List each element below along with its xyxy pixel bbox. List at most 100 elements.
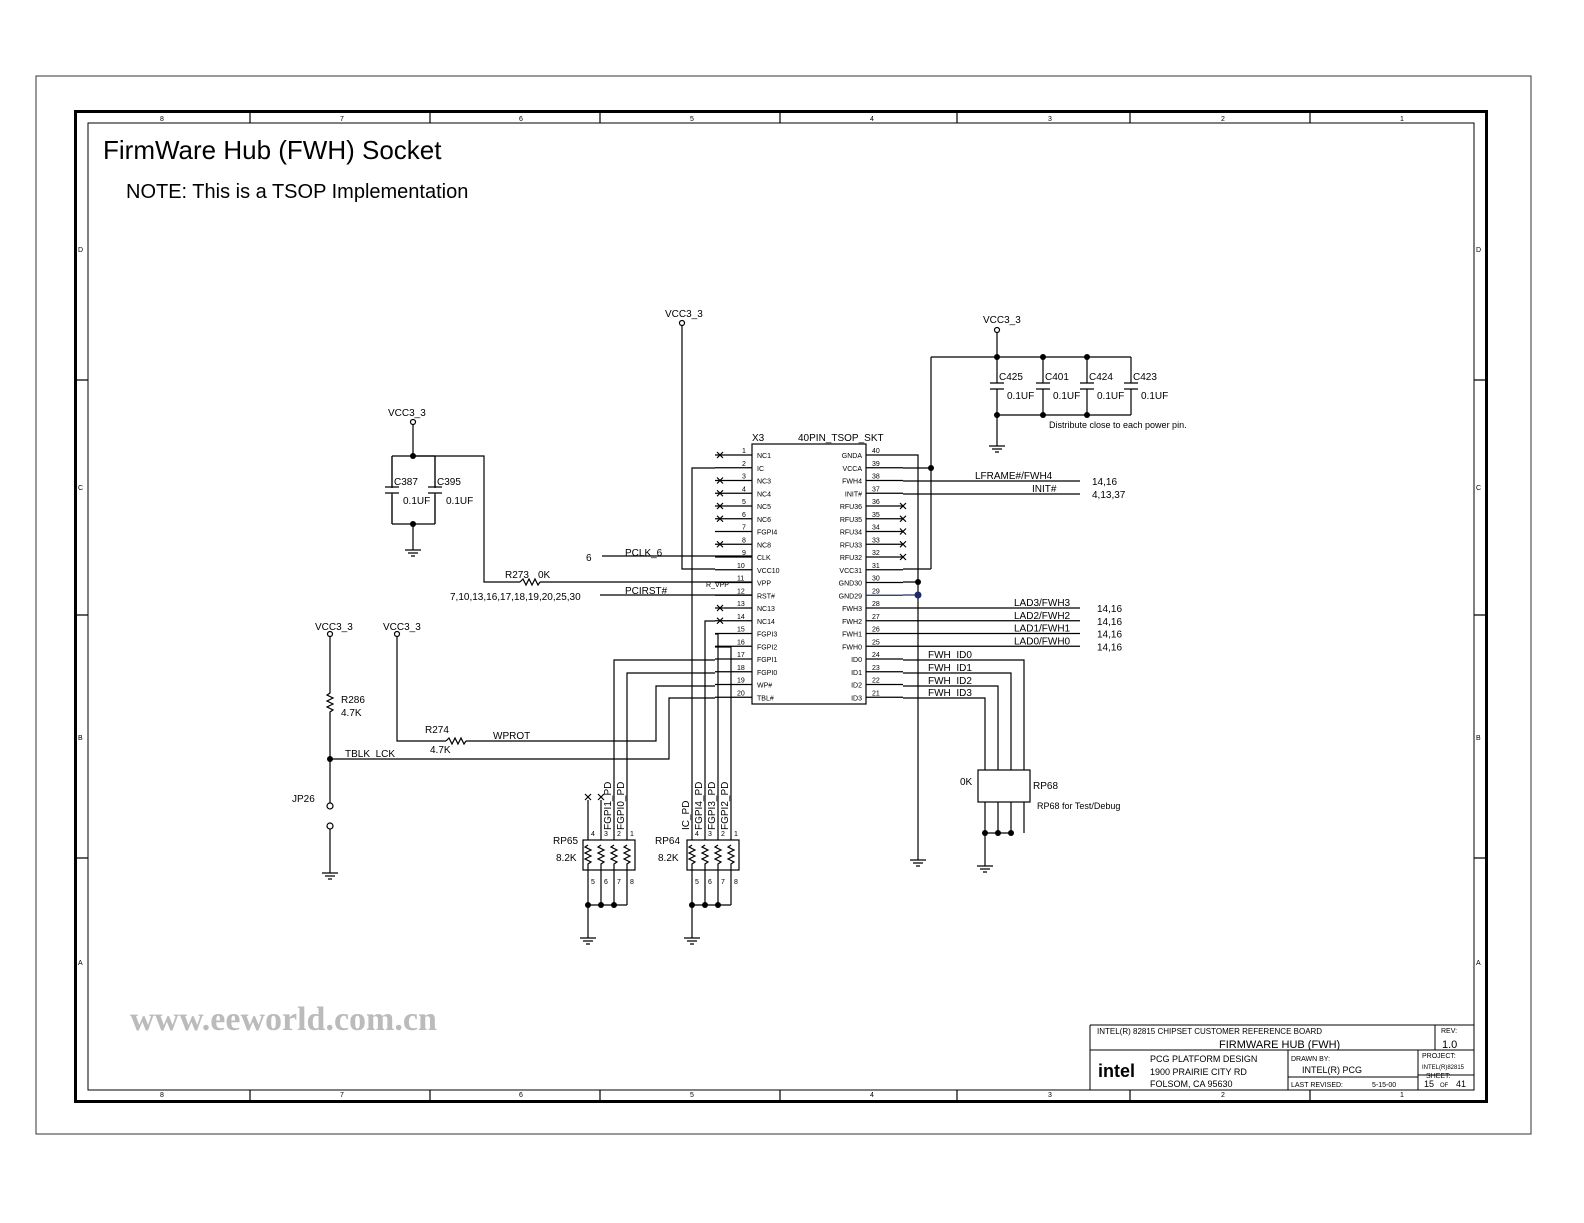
net-lad-ref: 14,16 [1097, 604, 1122, 615]
pack-pin-number: 1 [630, 831, 634, 838]
junction [994, 354, 1000, 360]
junction [611, 902, 617, 908]
pin-number: 24 [872, 652, 880, 659]
pin-number: 36 [872, 499, 880, 506]
resistor-r273 [519, 577, 541, 587]
pack-pin-number: 5 [695, 879, 699, 886]
r286-value: 4.7K [341, 708, 362, 719]
r286-ref: R286 [341, 695, 365, 706]
net-wprot: WPROT [493, 731, 530, 742]
vcc-label: VCC3_3 [665, 309, 703, 320]
no-connect-icon [716, 502, 724, 510]
pin-number: 11 [737, 576, 744, 583]
zone-row-label: B [78, 735, 83, 742]
pack-pin-number: 6 [604, 879, 608, 886]
pin-number: 32 [872, 550, 880, 557]
capacitor-ref: C401 [1045, 372, 1069, 383]
no-connect-icon [716, 617, 724, 625]
no-connect-icon [899, 502, 907, 510]
resistor-icon [609, 844, 619, 905]
pin-name: NC1 [757, 453, 771, 460]
capacitor-value: 0.1UF [1053, 391, 1080, 402]
junction [1040, 354, 1046, 360]
capacitor-ref: C424 [1089, 372, 1113, 383]
pack-pin-number: 7 [721, 879, 725, 886]
net-lad-ref: 14,16 [1097, 617, 1122, 628]
pin-number: 23 [872, 665, 880, 672]
watermark: www.eeworld.com.cn [130, 1001, 437, 1038]
pin-name: VPP [757, 581, 771, 588]
jumper-pin [326, 802, 334, 810]
r274-value: 4.7K [430, 745, 451, 756]
pin-name: FGPI0 [757, 670, 777, 677]
resistor-icon [622, 844, 632, 905]
pin-number: 22 [872, 678, 880, 685]
tb-drawn-label: DRAWN BY: [1291, 1056, 1330, 1063]
ground-icon [989, 445, 1005, 453]
pin-number: 1 [742, 448, 746, 455]
resistor-icon [713, 844, 723, 905]
zone-column-label: 4 [870, 1092, 874, 1099]
zone-row-label: D [78, 247, 83, 254]
net-pcirst: PCIRST# [625, 586, 668, 597]
zone-row-label: B [1476, 735, 1481, 742]
pin-number: 6 [742, 512, 746, 519]
zone-row-label: D [1476, 247, 1481, 254]
no-connect-icon [716, 540, 724, 548]
sheet-frame [74, 110, 1488, 1103]
pin-number: 19 [737, 678, 745, 685]
net-init-ref: 4,13,37 [1092, 490, 1126, 501]
r274-ref: R274 [425, 725, 449, 736]
pin-name: FGPI4 [757, 530, 777, 537]
pin-number: 9 [742, 550, 746, 557]
pin-name: RST# [757, 593, 775, 600]
pin-name: INIT# [845, 491, 862, 498]
pack-pin-number: 5 [591, 879, 595, 886]
pin-name: ID1 [851, 670, 862, 677]
vcc-label: VCC3_3 [315, 622, 353, 633]
pin-name: VCC31 [839, 568, 862, 575]
junction [702, 902, 708, 908]
vcc-label: VCC3_3 [388, 408, 426, 419]
pin-name: RFU36 [840, 504, 862, 511]
zone-column-label: 7 [340, 1092, 344, 1099]
rp68-note: RP68 for Test/Debug [1037, 801, 1120, 811]
lad-nets: LAD3/FWH314,16LAD2/FWH214,16LAD1/FWH114,… [903, 598, 1122, 653]
pulldown-label: FGPI0_PD [616, 782, 627, 830]
tb-project: INTEL(R)82815 [1422, 1065, 1465, 1071]
capacitor-C401: C401 0.1UF [1036, 357, 1080, 415]
net-lad: LAD0/FWH0 [1014, 636, 1071, 647]
pin-number: 34 [872, 525, 880, 532]
pulldown-label: FGPI4_PD [694, 782, 705, 830]
pin-number: 37 [872, 486, 880, 493]
pack-pin-number: 4 [591, 831, 595, 838]
ground-icon [580, 904, 627, 945]
power-port-icon [409, 418, 417, 426]
jumper-jp26: JP26 [292, 794, 315, 805]
pin-number: 18 [737, 665, 745, 672]
zone-column-label: 8 [160, 1092, 164, 1099]
pack-pin-number: 6 [708, 879, 712, 886]
tb-company-3: FOLSOM, CA 95630 [1150, 1079, 1233, 1089]
net-lad-ref: 14,16 [1097, 642, 1122, 653]
capacitor-icon [1124, 357, 1138, 415]
no-connect-icon [716, 604, 724, 612]
pin-name: CLK [757, 555, 771, 562]
net-lad-ref: 14,16 [1097, 630, 1122, 641]
pack-pin-number: 2 [617, 831, 621, 838]
